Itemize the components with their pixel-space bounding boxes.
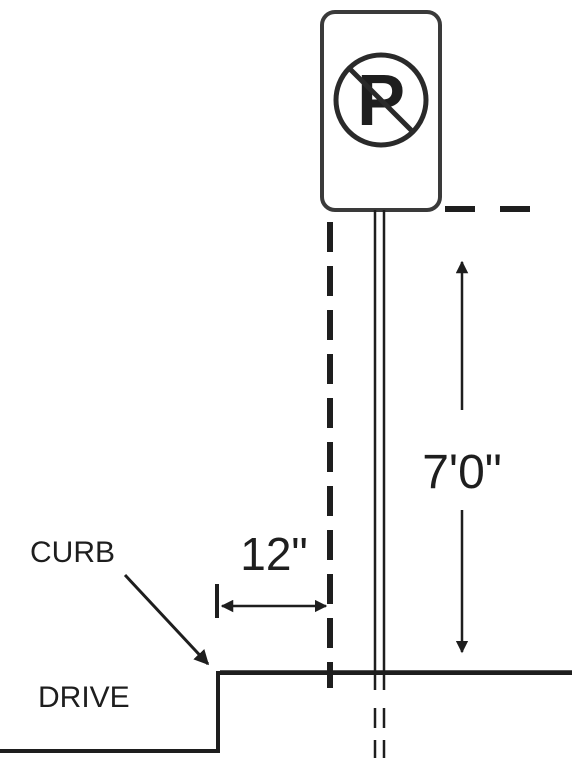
post-below-grade [373,708,386,758]
curb-pointer-arrow [123,573,210,666]
offset-dimension: 12" [215,528,328,618]
curb-line [0,671,572,753]
height-dimension: 7'0" [422,260,502,654]
sign-post [373,210,386,690]
no-parking-icon: P [333,52,429,148]
height-label: 7'0" [422,446,502,499]
sign-panel [320,10,442,212]
drive-label: DRIVE [38,681,130,714]
no-parking-sign: P [320,10,442,212]
curb-profile [0,670,572,753]
offset-label: 12" [240,528,308,580]
curb-callout: CURB [30,536,210,666]
curb-label: CURB [30,536,115,569]
